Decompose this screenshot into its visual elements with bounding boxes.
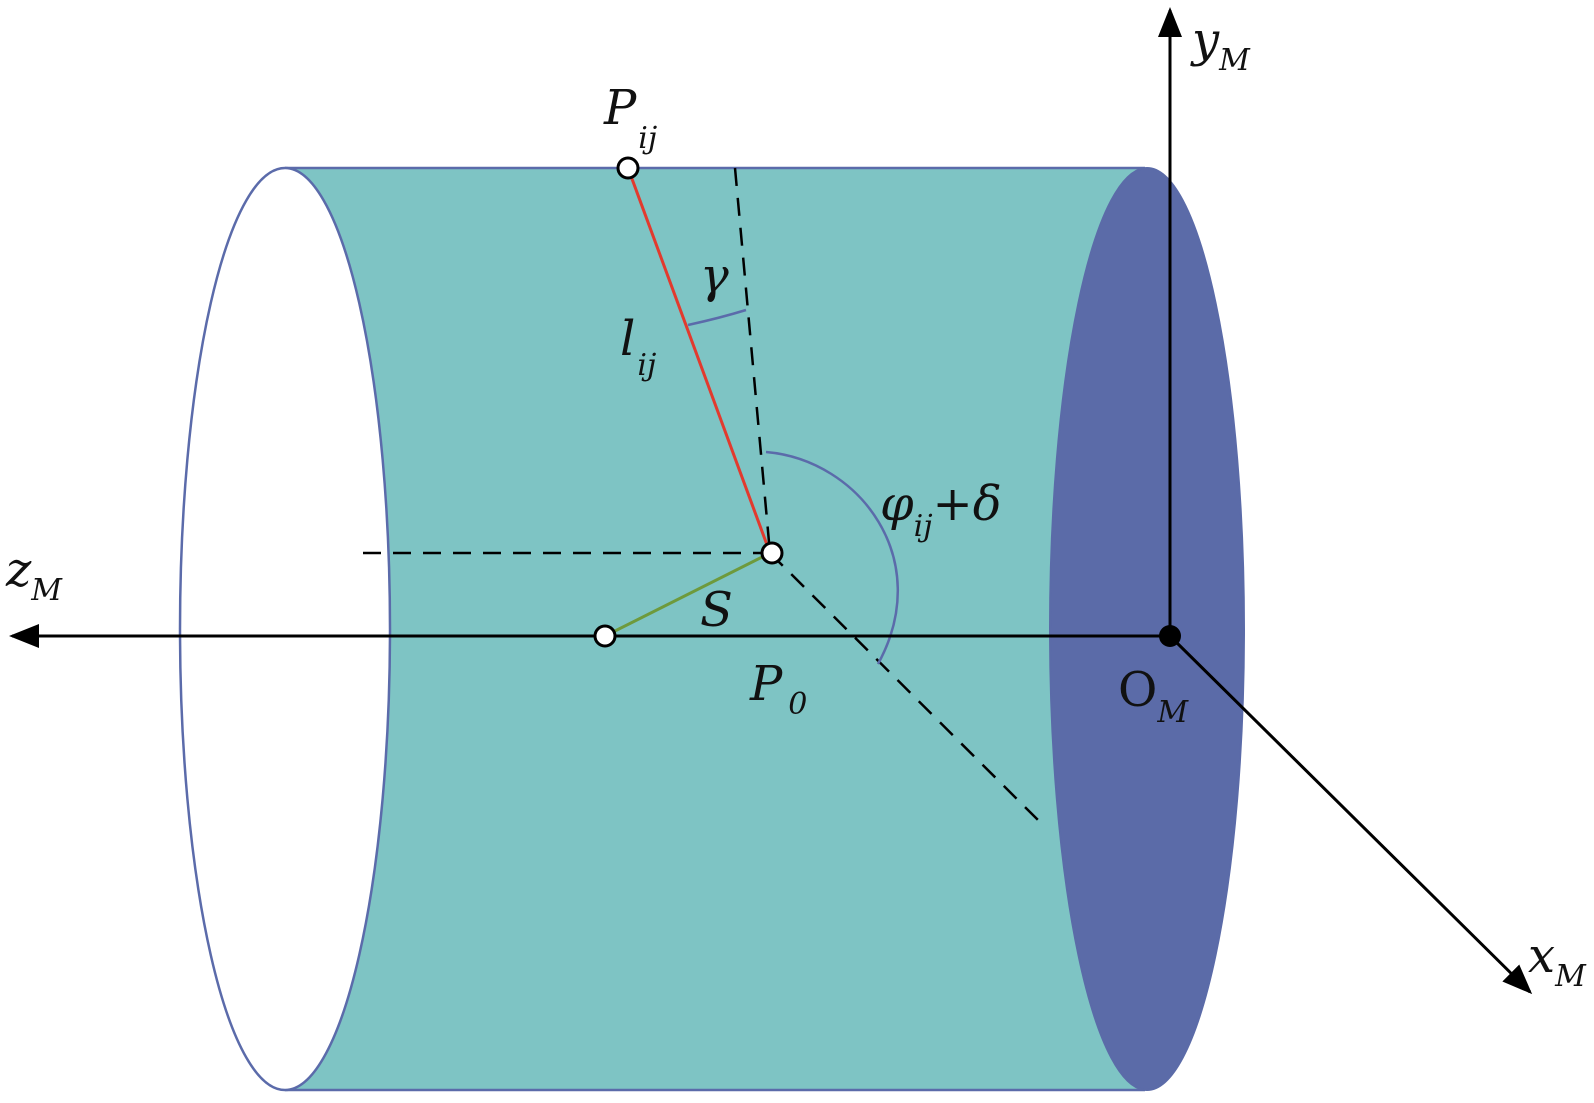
point-p-0 [593, 624, 617, 648]
point-joint [760, 541, 784, 565]
dashed-vertical-ref [733, 167, 772, 554]
link-l-ij [626, 167, 772, 554]
dashed-diagonal-ref [769, 552, 1041, 823]
label-s: S [700, 582, 733, 638]
label-y-axis: yM [1190, 12, 1251, 78]
label-gamma: γ [700, 248, 729, 304]
gamma-angle-arc [687, 308, 747, 327]
label-p-ij: Pij [603, 80, 657, 156]
label-origin: OM [1118, 662, 1189, 730]
label-x-axis: xM [1528, 928, 1587, 994]
point-p-ij [616, 156, 640, 180]
cylinder-body [180, 168, 1145, 1090]
x-axis [1168, 634, 1533, 995]
cylinder-right-face [1049, 167, 1245, 1091]
label-l-ij: lij [620, 311, 656, 383]
offset-s [604, 551, 771, 638]
label-z-axis: zM [5, 542, 63, 608]
phi-angle-arc [765, 450, 899, 665]
origin-dot [1159, 625, 1181, 647]
label-phi-delta: φij+δ [880, 476, 1002, 544]
cylinder-left-face [178, 166, 392, 1092]
